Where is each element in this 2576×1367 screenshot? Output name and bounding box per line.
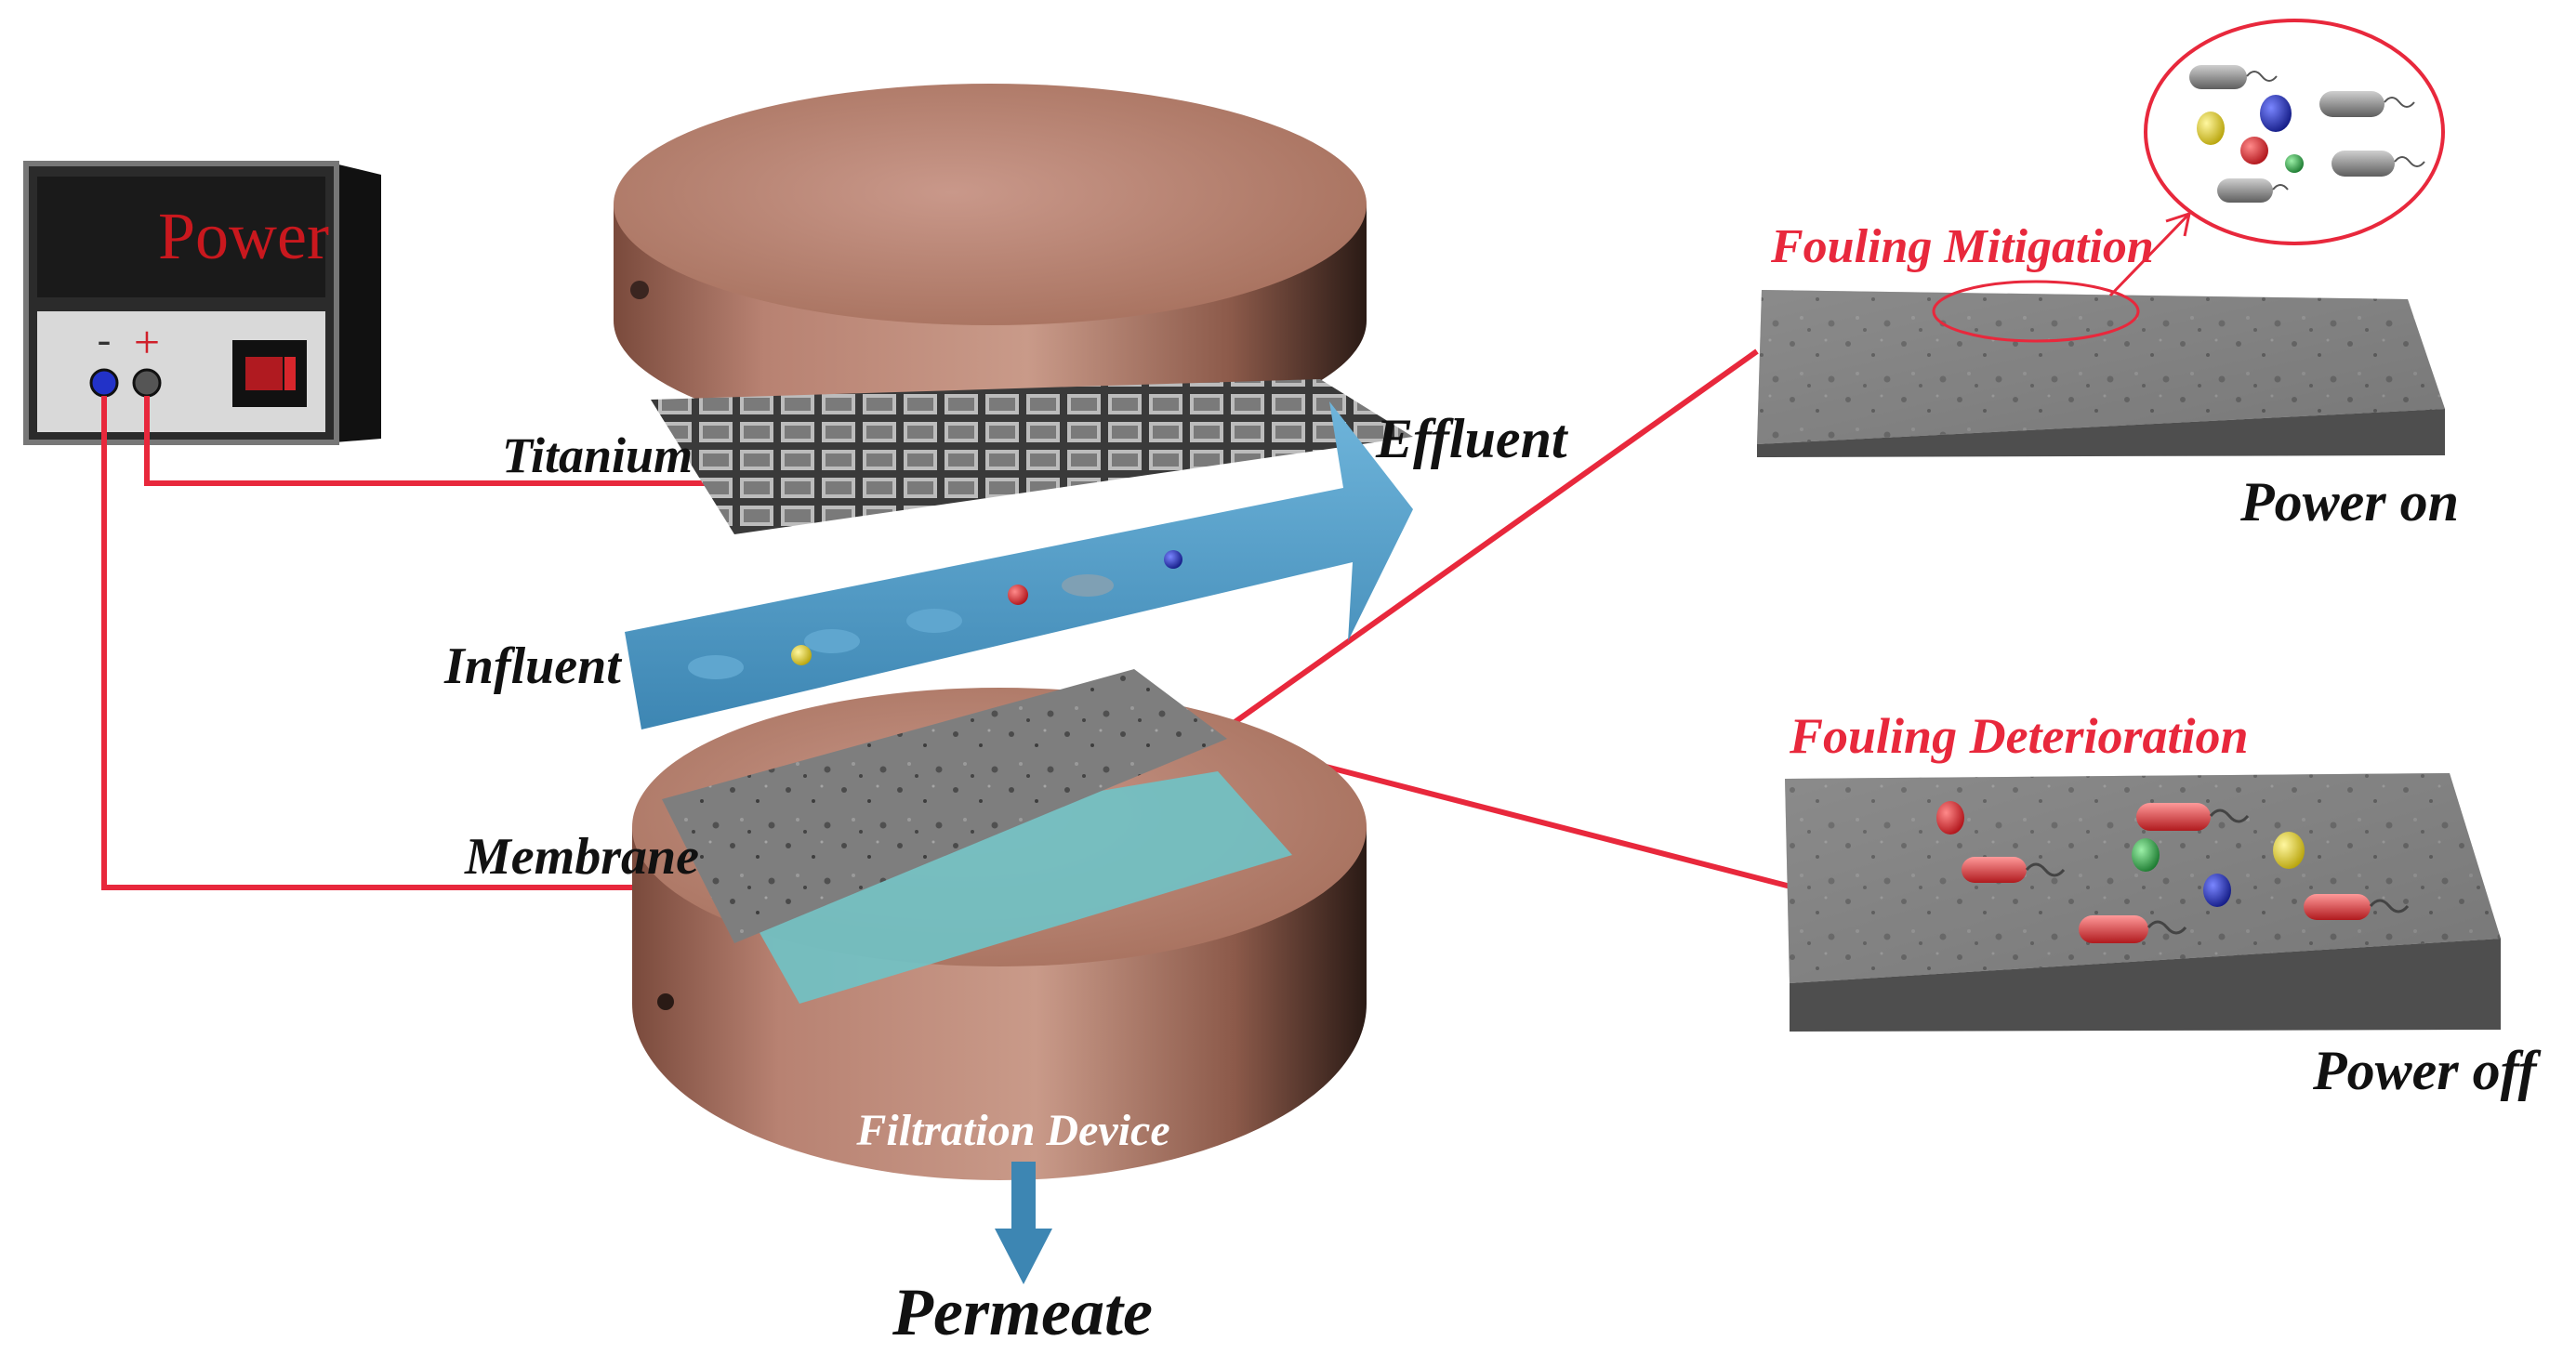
positive-wire [144,396,734,486]
filtration-device-label: Filtration Device [855,1106,1169,1155]
foulant-zoom-bubble [2144,19,2445,245]
power-off-label: Power off [2312,1040,2542,1101]
permeate-label: Permeate [892,1275,1153,1349]
power-display-label: Power [158,199,329,273]
effluent-label: Effluent [1375,408,1569,469]
titanium-label: Titanium [502,427,693,483]
foulant-particle [791,645,812,665]
foulant-particle [1008,585,1028,605]
fouling-deterioration-label: Fouling Deterioration [1789,708,2249,764]
permeate-arrow [995,1162,1052,1284]
power-supply: Power - + [23,161,381,445]
titanium-mesh [651,379,1413,534]
influent-label: Influent [443,637,622,695]
negative-wire [101,396,716,890]
foulant-particle [2260,95,2292,132]
fouling-mitigation-label: Fouling Mitigation [1770,220,2154,273]
minus-terminal-label: - [98,317,112,362]
foulant-particle [1164,550,1182,569]
foulant-particle [2203,874,2231,907]
flow-arrow [625,401,1413,730]
foulant-particle [2273,832,2305,869]
power-off-membrane-panel [1785,773,2501,1032]
positive-terminal [132,368,162,398]
power-on-label: Power on [2239,471,2459,532]
negative-terminal [89,368,119,398]
foulant-particle [2285,154,2304,173]
foulant-particle [2132,838,2160,872]
foulant-particle [2197,112,2225,145]
membrane-support-layer [716,771,1292,1004]
plus-terminal-label: + [134,316,160,368]
pointer-line-power-on [1216,348,1759,737]
membrane-label: Membrane [464,828,699,886]
foulant-particle [1936,801,1964,835]
power-on-membrane-panel [1757,211,2445,457]
membrane-sheet [662,669,1227,943]
foulant-particle [2240,137,2268,164]
